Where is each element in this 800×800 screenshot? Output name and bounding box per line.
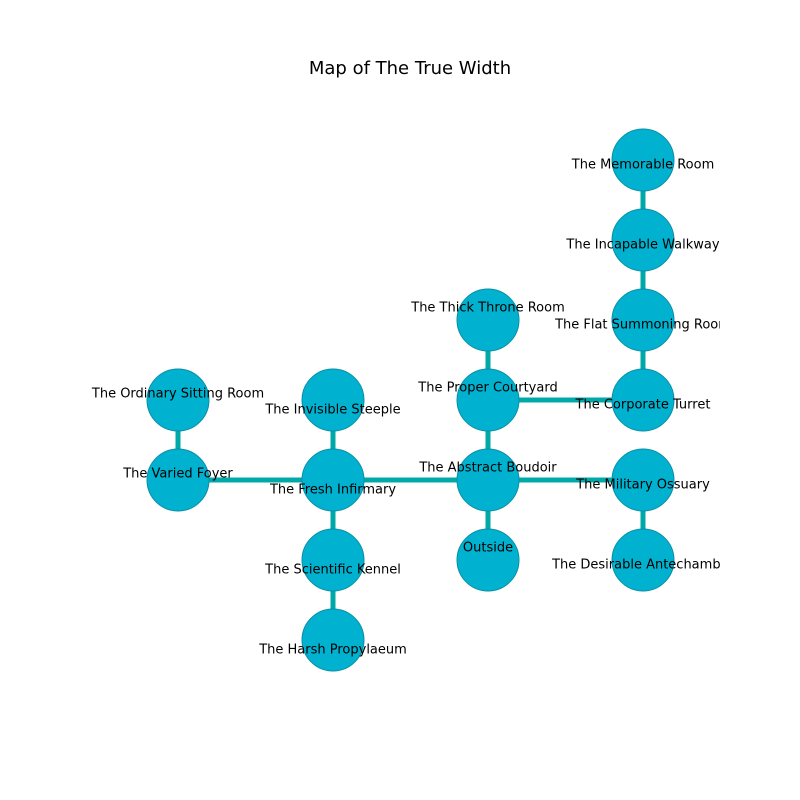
- room-label-invisible-steeple: The Invisible Steeple: [264, 403, 400, 418]
- room-node-desirable-antechamber[interactable]: [611, 528, 675, 592]
- room-label-memorable-room: The Memorable Room: [571, 158, 714, 173]
- room-node-fresh-infirmary[interactable]: [301, 448, 365, 512]
- room-label-varied-foyer: The Varied Foyer: [122, 467, 233, 482]
- room-node-invisible-steeple[interactable]: [301, 368, 365, 432]
- room-node-corporate-turret[interactable]: [611, 368, 675, 432]
- room-node-thick-throne-room[interactable]: [456, 288, 520, 352]
- room-node-abstract-boudoir[interactable]: [456, 448, 520, 512]
- room-label-thick-throne-room: The Thick Throne Room: [410, 301, 565, 316]
- room-label-proper-courtyard: The Proper Courtyard: [417, 381, 557, 396]
- room-label-outside: Outside: [463, 541, 513, 556]
- room-node-flat-summoning-room[interactable]: [611, 288, 675, 352]
- room-label-fresh-infirmary: The Fresh Infirmary: [269, 483, 396, 498]
- room-label-ordinary-sitting-room: The Ordinary Sitting Room: [91, 387, 264, 402]
- rooms-layer: [146, 128, 675, 672]
- room-node-military-ossuary[interactable]: [611, 448, 675, 512]
- room-label-incapable-walkway: The Incapable Walkway: [565, 238, 719, 253]
- room-label-scientific-kennel: The Scientific Kennel: [264, 563, 401, 578]
- room-node-varied-foyer[interactable]: [146, 448, 210, 512]
- map-title: Map of The True Width: [309, 58, 511, 79]
- room-node-memorable-room[interactable]: [611, 128, 675, 192]
- room-node-incapable-walkway[interactable]: [611, 208, 675, 272]
- room-node-outside[interactable]: [456, 528, 520, 592]
- room-node-ordinary-sitting-room[interactable]: [146, 368, 210, 432]
- room-label-harsh-propylaeum: The Harsh Propylaeum: [258, 643, 407, 658]
- room-label-desirable-antechamber: The Desirable Antechamber: [551, 558, 735, 573]
- room-node-proper-courtyard[interactable]: [456, 368, 520, 432]
- room-label-military-ossuary: The Military Ossuary: [575, 478, 710, 493]
- room-node-scientific-kennel[interactable]: [301, 528, 365, 592]
- room-node-harsh-propylaeum[interactable]: [301, 608, 365, 672]
- room-label-flat-summoning-room: The Flat Summoning Room: [554, 318, 731, 333]
- room-label-corporate-turret: The Corporate Turret: [575, 398, 711, 413]
- room-label-abstract-boudoir: The Abstract Boudoir: [418, 461, 557, 476]
